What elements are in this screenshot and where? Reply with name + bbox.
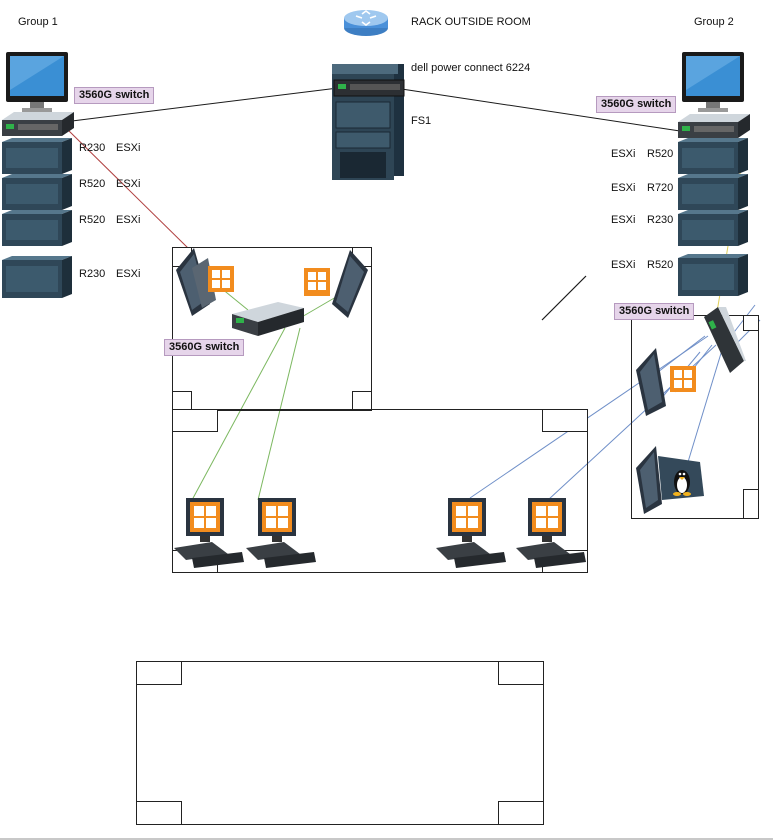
group1-server-1-role: ESXi: [116, 142, 141, 154]
linux-laptop-icon: [636, 446, 704, 514]
room-upper-left: [172, 247, 372, 411]
server-icon: [2, 174, 72, 210]
group1-server-2-model: R520: [79, 178, 106, 190]
windows-laptop-icon: [176, 248, 234, 316]
server-icon: [678, 174, 748, 210]
windows-workstation-icon: [246, 498, 316, 568]
group1-server-1-model: R230: [79, 142, 106, 154]
link-room-ws1: [191, 327, 286, 501]
group2-server-1-model: R520: [647, 148, 674, 160]
windows-laptop-icon: [304, 250, 368, 318]
room-corner: [743, 489, 759, 519]
group1-server-3-role: ESXi: [116, 214, 141, 226]
group1-server-2-role: ESXi: [116, 178, 141, 190]
switch-label-group2: 3560G switch: [596, 96, 677, 113]
server-icon: [2, 256, 72, 298]
server-rack-icon: [332, 64, 405, 180]
group1-server-3-model: R520: [79, 214, 106, 226]
stray-line: [541, 275, 587, 321]
switch-label-room1: 3560G switch: [164, 339, 245, 356]
windows-workstation-icon: [516, 498, 586, 568]
group1-server-4-model: R230: [79, 268, 106, 280]
router-icon: [344, 10, 388, 36]
fs1-label: FS1: [411, 115, 432, 127]
link-room3-ws3: [469, 335, 709, 499]
room-right: [631, 315, 759, 519]
room-corner: [136, 801, 182, 825]
rack-title: RACK OUTSIDE ROOM: [411, 16, 531, 28]
bottom-divider: [0, 838, 773, 840]
server-icon: [678, 138, 748, 174]
room-empty: [136, 661, 544, 825]
group2-label: Group 2: [694, 16, 734, 28]
group2-server-4-model: R520: [647, 259, 674, 271]
uplink-group1: [71, 87, 339, 122]
room-corner: [136, 661, 182, 685]
server-icon: [2, 138, 72, 174]
link-room3-laptop1: [657, 335, 706, 373]
room-corner: [498, 801, 544, 825]
server-icon: [678, 210, 748, 246]
windows-laptop-icon: [636, 348, 696, 416]
group2-server-3-role: ESXi: [611, 214, 636, 226]
group2-server-2-model: R720: [647, 182, 674, 194]
room-corner: [743, 315, 759, 331]
group2-server-3-model: R230: [647, 214, 674, 226]
uplink-group2: [394, 87, 681, 132]
network-switch-icon: [333, 79, 405, 97]
switch-label-group1: 3560G switch: [74, 87, 155, 104]
core-switch-label: dell power connect 6224: [411, 62, 531, 74]
group2-server-1-role: ESXi: [611, 148, 636, 160]
group1-server-4-role: ESXi: [116, 268, 141, 280]
windows-workstation-icon: [174, 498, 244, 568]
network-switch-icon: [2, 112, 74, 136]
room-corner: [352, 391, 372, 411]
room-corner: [172, 409, 218, 432]
switch-label-room3: 3560G switch: [614, 303, 695, 320]
room-corner: [498, 661, 544, 685]
server-icon: [2, 210, 72, 246]
windows-workstation-icon: [436, 498, 506, 568]
group1-label: Group 1: [18, 16, 58, 28]
link-group1-to-room: [65, 127, 191, 251]
link-room-ws2: [257, 327, 301, 501]
monitor-icon: [6, 52, 68, 112]
network-switch-icon: [232, 302, 304, 336]
link-room3-linux: [687, 349, 723, 463]
network-switch-icon: [704, 307, 746, 373]
group2-server-2-role: ESXi: [611, 182, 636, 194]
network-switch-icon: [678, 114, 750, 138]
room-corner: [172, 391, 192, 411]
server-icon: [678, 254, 748, 296]
monitor-icon: [682, 52, 744, 112]
group2-server-4-role: ESXi: [611, 259, 636, 271]
room-corner: [542, 409, 588, 432]
